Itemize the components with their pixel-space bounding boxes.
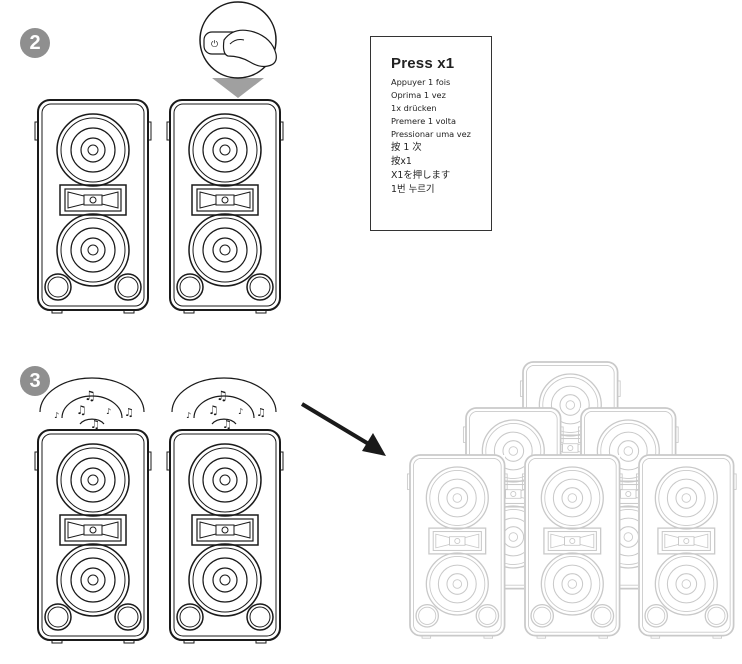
step3-speaker-left bbox=[34, 429, 152, 644]
instruction-line-zh-tw: 按x1 bbox=[391, 156, 412, 167]
music-note-icon: ♫ bbox=[84, 389, 96, 404]
instruction-line-de: 1x drücken bbox=[391, 103, 437, 113]
music-note-icon: ♫ bbox=[222, 418, 232, 431]
instruction-line-es: Oprima 1 vez bbox=[391, 90, 446, 100]
instruction-line-it: Premere 1 volta bbox=[391, 116, 457, 126]
music-note-icon: ♪ bbox=[54, 411, 59, 420]
step-2-badge: 2 bbox=[20, 28, 50, 58]
step2-speaker-right bbox=[166, 99, 284, 314]
instruction-line-zh-cn: 按 1 次 bbox=[391, 142, 422, 153]
music-note-icon: ♪ bbox=[186, 411, 191, 420]
music-note-icon: ♫ bbox=[90, 418, 100, 431]
instruction-line-fr: Appuyer 1 fois bbox=[391, 77, 451, 87]
finger-icon bbox=[222, 29, 277, 68]
step-3-badge: 3 bbox=[20, 366, 50, 396]
instruction-box: Press x1 Appuyer 1 fois Oprima 1 vez 1x … bbox=[370, 36, 492, 231]
arrow-icon bbox=[300, 402, 386, 456]
music-note-icon: ♫ bbox=[124, 406, 134, 419]
power-icon: ⏻ bbox=[211, 39, 218, 50]
button-press-callout: ⏻ bbox=[199, 1, 277, 98]
music-note-icon: ♫ bbox=[216, 389, 228, 404]
instruction-title: Press x1 bbox=[391, 55, 455, 72]
party-speaker-group bbox=[406, 361, 738, 641]
step2-speaker-left bbox=[34, 99, 152, 314]
step3-speaker-right bbox=[166, 429, 284, 644]
music-note-icon: ♫ bbox=[256, 406, 266, 419]
instruction-line-pt: Pressionar uma vez bbox=[391, 129, 471, 139]
music-note-icon: ♫ bbox=[208, 403, 219, 417]
music-note-icon: ♪ bbox=[106, 407, 111, 416]
music-note-icon: ♫ bbox=[76, 403, 87, 417]
instruction-line-ja: X1を押します bbox=[391, 170, 451, 181]
instruction-line-ko: 1번 누르기 bbox=[391, 184, 435, 195]
music-note-icon: ♪ bbox=[238, 407, 243, 416]
